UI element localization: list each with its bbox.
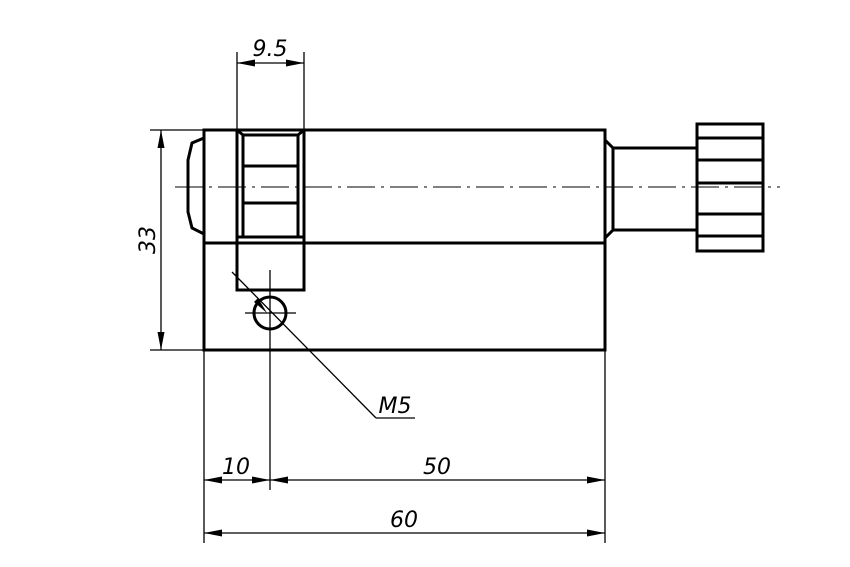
- thread-callout: M5: [231, 271, 415, 419]
- extension-lines: [150, 52, 606, 543]
- dimension-label-offset: 10: [222, 455, 250, 480]
- dimension-label-nut-width: 9.5: [253, 37, 288, 62]
- dimension-body-length: 50: [270, 455, 605, 484]
- knob: [695, 122, 765, 253]
- hex-nut: [235, 128, 306, 292]
- thread-label: M5: [379, 394, 412, 419]
- dimension-label-height: 33: [136, 226, 161, 254]
- dimension-nut-width: 9.5: [237, 37, 304, 67]
- dimension-height: 33: [136, 130, 165, 350]
- lock-body: [202, 128, 607, 352]
- dimension-label-body-length: 50: [423, 455, 451, 480]
- dimension-offset: 10: [204, 455, 605, 484]
- dimension-total-length: 60: [204, 508, 605, 537]
- shaft: [603, 138, 697, 240]
- dimension-label-total-length: 60: [390, 508, 418, 533]
